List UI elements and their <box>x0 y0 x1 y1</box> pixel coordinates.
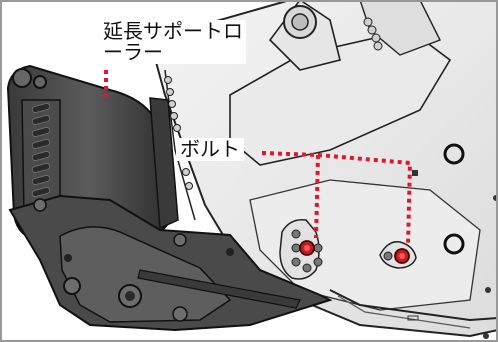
roller-slots <box>31 103 51 197</box>
extension-roller-label: 延長サポートロ ーラー <box>100 20 246 64</box>
bolt-label: ボルト <box>176 138 244 161</box>
highlighted-bolt-left <box>299 240 315 256</box>
leader-bolt-right <box>317 153 413 247</box>
leader-lines <box>104 70 413 247</box>
highlighted-bolt-right <box>394 248 410 264</box>
extension-support-roller-arm <box>6 64 179 242</box>
lower-bracket <box>8 194 333 332</box>
